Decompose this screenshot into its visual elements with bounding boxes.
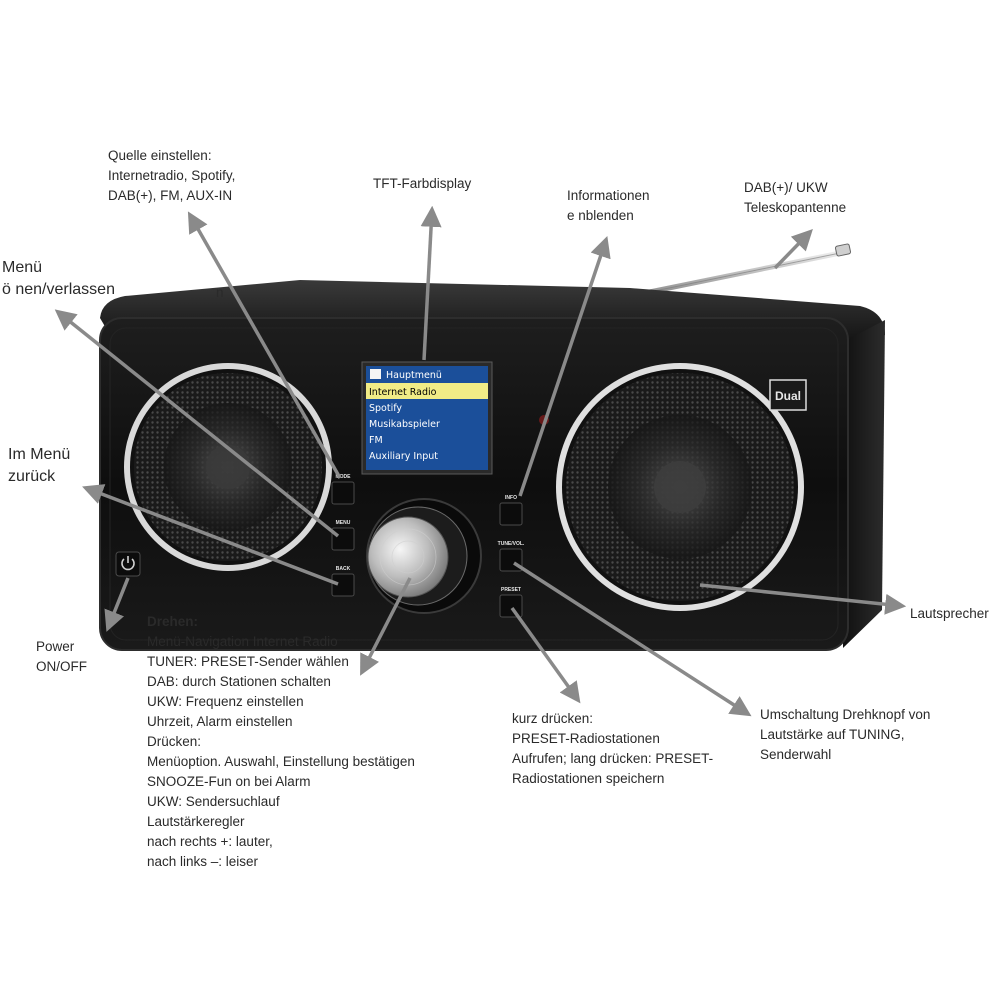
rotary-knob[interactable] <box>366 498 482 614</box>
label-knob-line: Drücken: <box>147 734 202 749</box>
label-knob-line: UKW: Frequenz einstellen <box>147 694 304 709</box>
mode-button[interactable]: MODE <box>331 474 355 505</box>
label-menu-stray: n <box>216 283 224 303</box>
label-menu-stray-text: n <box>216 285 224 300</box>
arrow-menu <box>54 309 340 538</box>
label-knob-line: Drehen: <box>147 614 199 629</box>
screen-title: Hauptmenü <box>386 370 442 381</box>
label-info: Informationen e nblenden <box>567 186 650 226</box>
screen-menu-item[interactable]: Auxiliary Input <box>369 451 438 462</box>
label-back-line: Im Menü <box>8 446 71 463</box>
brand-badge: Dual <box>769 379 807 411</box>
arrow-tune <box>513 561 752 717</box>
label-knob-line: Menü-Navigation Internet Radio <box>147 634 338 649</box>
arrow-back <box>82 484 339 586</box>
left-speaker <box>124 363 332 571</box>
label-knob-line: Lautstärkeregler <box>147 814 245 829</box>
label-source: Quelle einstellen: Internetradio, Spotif… <box>108 146 235 206</box>
back-button-label: BACK <box>336 566 351 572</box>
label-knob-line: UKW: Sendersuchlauf <box>147 794 280 809</box>
label-knob-line: nach links –: leiser <box>147 854 259 869</box>
label-power-line: Power <box>36 639 75 654</box>
arrow-speaker <box>699 583 907 615</box>
menu-button-label: MENU <box>336 520 351 526</box>
label-knob: Drehen: Menü-Navigation Internet Radio T… <box>147 612 415 872</box>
label-preset-line: Radiostationen speichern <box>512 771 665 786</box>
right-speaker <box>556 363 804 611</box>
label-knob-line: nach rechts +: lauter, <box>147 834 273 849</box>
arrow-display <box>420 205 442 361</box>
back-button[interactable]: BACK <box>331 566 355 597</box>
preset-button-label: PRESET <box>501 587 521 593</box>
label-back-line: zurück <box>8 468 56 485</box>
label-menu-line: ö nen/verlassen <box>2 281 115 298</box>
arrow-power <box>104 577 130 632</box>
preset-button[interactable]: PRESET <box>499 587 523 618</box>
label-info-line: e nblenden <box>567 208 634 223</box>
label-preset-line: Aufrufen; lang drücken: PRESET- <box>512 751 714 766</box>
label-tune: Umschaltung Drehknopf von Lautstärke auf… <box>760 705 930 765</box>
label-antenna-line: Teleskopantenne <box>744 200 847 215</box>
arrow-info <box>518 236 611 497</box>
brand-logo: Dual <box>775 389 801 403</box>
label-tune-line: Senderwahl <box>760 747 832 762</box>
label-tune-line: Umschaltung Drehknopf von <box>760 707 931 722</box>
screen-menu-item[interactable]: FM <box>369 435 383 446</box>
info-button[interactable]: INFO <box>499 495 523 526</box>
power-icon <box>121 556 135 571</box>
arrow-knob <box>360 577 412 676</box>
label-knob-line: TUNER: PRESET-Sender wählen <box>147 654 349 669</box>
telescopic-antenna <box>629 243 852 299</box>
arrow-antenna <box>773 228 813 270</box>
label-power: Power ON/OFF <box>36 637 87 677</box>
label-preset-line: PRESET-Radiostationen <box>512 731 660 746</box>
arrow-source <box>187 211 342 479</box>
power-button[interactable] <box>115 551 141 577</box>
tft-display: Hauptmenü Internet RadioSpotifyMusikabsp… <box>361 361 493 475</box>
label-display: TFT-Farbdisplay <box>373 174 471 194</box>
label-power-line: ON/OFF <box>36 659 87 674</box>
label-source-line: Internetradio, Spotify, <box>108 168 236 183</box>
label-menu-line: Menü <box>2 259 43 276</box>
label-menu: Menü ö nen/verlassen <box>2 257 115 301</box>
label-display-line: TFT-Farbdisplay <box>373 176 472 191</box>
label-source-line: DAB(+), FM, AUX-IN <box>108 188 233 203</box>
label-tune-line: Lautstärke auf TUNING, <box>760 727 905 742</box>
label-knob-line: Uhrzeit, Alarm einstellen <box>147 714 293 729</box>
list-icon <box>370 369 381 379</box>
arrow-preset <box>510 606 581 704</box>
screen-menu-item[interactable]: Musikabspieler <box>369 419 440 430</box>
label-back: Im Menü zurück <box>8 444 70 488</box>
label-knob-line: Menüoption. Auswahl, Einstellung bestäti… <box>147 754 415 769</box>
mode-button-label: MODE <box>336 474 352 480</box>
screen-menu-highlight <box>366 383 488 399</box>
label-antenna: DAB(+)/ UKW Teleskopantenne <box>744 178 846 218</box>
callout-arrows <box>54 205 907 717</box>
label-speaker-line: Lautsprecher <box>910 606 989 621</box>
screen-menu-item[interactable]: Internet Radio <box>369 387 437 398</box>
label-speaker: Lautsprecher <box>910 604 989 624</box>
label-antenna-line: DAB(+)/ UKW <box>744 180 828 195</box>
label-knob-line: DAB: durch Stationen schalten <box>147 674 331 689</box>
tune-vol-button-label: TUNE/VOL. <box>498 541 525 547</box>
label-preset-line: kurz drücken: <box>512 711 594 726</box>
label-source-line: Quelle einstellen: <box>108 148 212 163</box>
label-info-line: Informationen <box>567 188 650 203</box>
label-preset: kurz drücken: PRESET-Radiostationen Aufr… <box>512 709 713 789</box>
info-button-label: INFO <box>505 495 517 501</box>
screen-menu-item[interactable]: Spotify <box>369 403 402 414</box>
label-knob-line: SNOOZE-Fun on bei Alarm <box>147 774 311 789</box>
